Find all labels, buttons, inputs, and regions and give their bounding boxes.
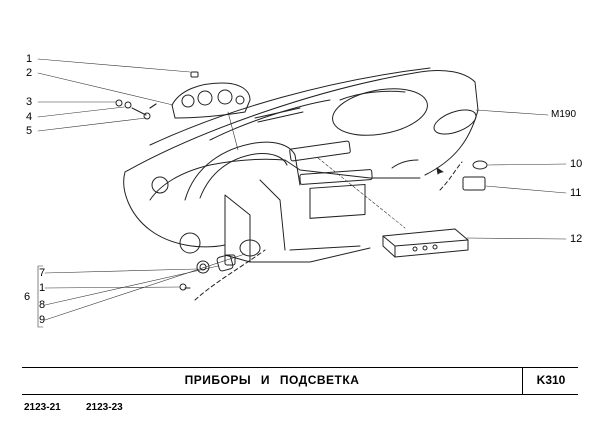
center-vent [289, 140, 351, 162]
model-code-1: 2123-21 [24, 402, 61, 413]
title-text: ПРИБОРЫ И ПОДСВЕТКА [184, 373, 360, 387]
callout-1-top: 1 [26, 53, 33, 65]
dashboard-right-end [424, 109, 479, 176]
switch-11 [462, 176, 486, 191]
lamp-10 [472, 160, 488, 170]
bulb-1 [190, 71, 199, 78]
washer-3 [115, 99, 123, 107]
callout-10: 10 [570, 158, 583, 170]
dashboard-lower-contour [149, 158, 421, 201]
dashboard-left-end [123, 171, 226, 248]
dashboard-top-edge [124, 69, 479, 173]
bulb-1-lower [179, 283, 187, 291]
model-code-2: 2123-23 [86, 402, 123, 413]
callout-7: 7 [39, 267, 46, 279]
callout-1-bottom: 1 [39, 282, 46, 294]
instrument-cluster [171, 82, 251, 119]
section-code: K310 [536, 373, 566, 387]
bulb-socket-7 [196, 260, 210, 274]
dashboard-rear-edge [149, 67, 431, 146]
center-console [224, 194, 251, 263]
right-glovebox [332, 88, 428, 136]
title-separator [522, 368, 523, 394]
right-vent [433, 109, 477, 135]
reference-label-m190: M190 [551, 109, 577, 120]
callout-9: 9 [39, 314, 46, 326]
title-block: ПРИБОРЫ И ПОДСВЕТКА K310 [22, 367, 578, 395]
callout-3: 3 [26, 96, 33, 108]
callout-8: 8 [39, 299, 46, 311]
dashboard-exploded-view [37, 58, 567, 328]
holder-9 [239, 239, 261, 257]
screw-5 [131, 107, 147, 116]
instrument-hood [184, 141, 301, 201]
left-vent [151, 176, 169, 194]
callout-12: 12 [570, 233, 583, 245]
control-panel-12 [382, 228, 469, 258]
callout-2: 2 [26, 67, 33, 79]
callout-11: 11 [570, 187, 582, 199]
callout-6: 6 [24, 291, 31, 303]
group-6-bracket [37, 265, 44, 328]
washer-4 [124, 101, 132, 109]
socket-8 [216, 254, 234, 272]
console-pocket [309, 183, 366, 219]
callout-5: 5 [26, 125, 33, 137]
callout-4: 4 [26, 111, 33, 123]
